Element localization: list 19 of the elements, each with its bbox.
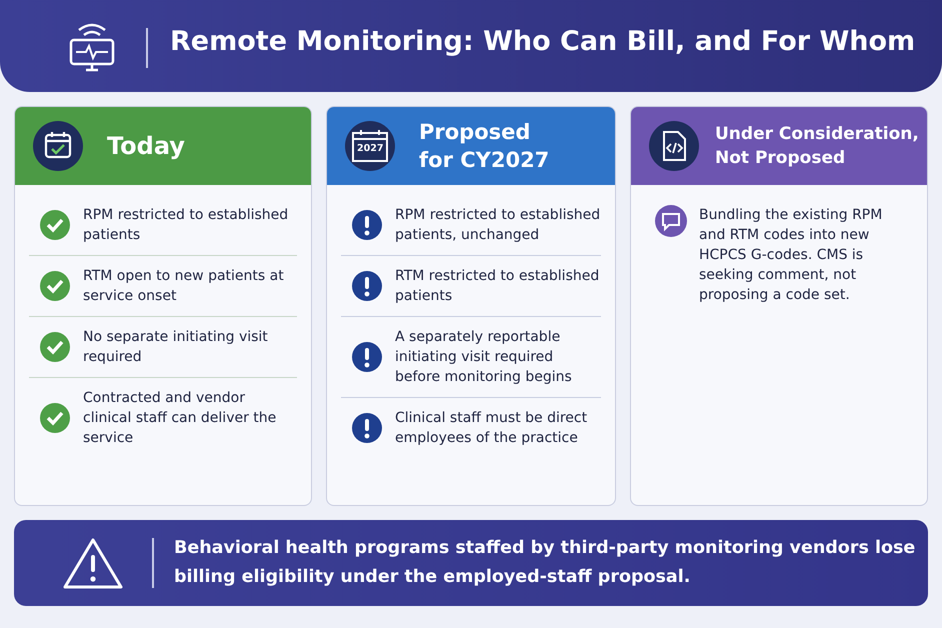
item-text: A separately reportable initiating visit required before monitoring begins <box>395 328 573 387</box>
warning-text: Behavioral health programs staffed by third-party monitoring vendors lose billing eligibility under the employed-staff proposal. <box>174 537 916 589</box>
column-heading: Proposed for CY2027 <box>419 119 550 174</box>
item-text: RTM open to new patients at service onset <box>83 267 285 306</box>
column-heading: Today <box>107 132 185 160</box>
item-text: RPM restricted to established patients, unchanged <box>395 206 601 245</box>
diagram-title: Remote Monitoring: Who Can Bill, and For Whom <box>170 26 916 57</box>
item-text: RPM restricted to established patients <box>83 206 290 245</box>
calendar-year: 2027 <box>357 143 383 155</box>
column-panel <box>326 106 616 506</box>
item-text: RTM restricted to established patients <box>395 267 600 306</box>
column-panel <box>14 106 312 506</box>
item-text: Bundling the existing RPM and RTM codes into new HCPCS G-codes. CMS is seeking comment, not proposing a code set. <box>699 206 884 305</box>
item-text: No separate initiating visit required <box>83 328 269 367</box>
item-text: Contracted and vendor clinical staff can deliver the service <box>83 389 278 448</box>
column-panel <box>630 106 928 506</box>
column-heading: Under Consideration, Not Proposed <box>715 123 920 170</box>
warning-banner <box>14 520 928 606</box>
item-text: Clinical staff must be direct employees of the practice <box>395 409 588 448</box>
